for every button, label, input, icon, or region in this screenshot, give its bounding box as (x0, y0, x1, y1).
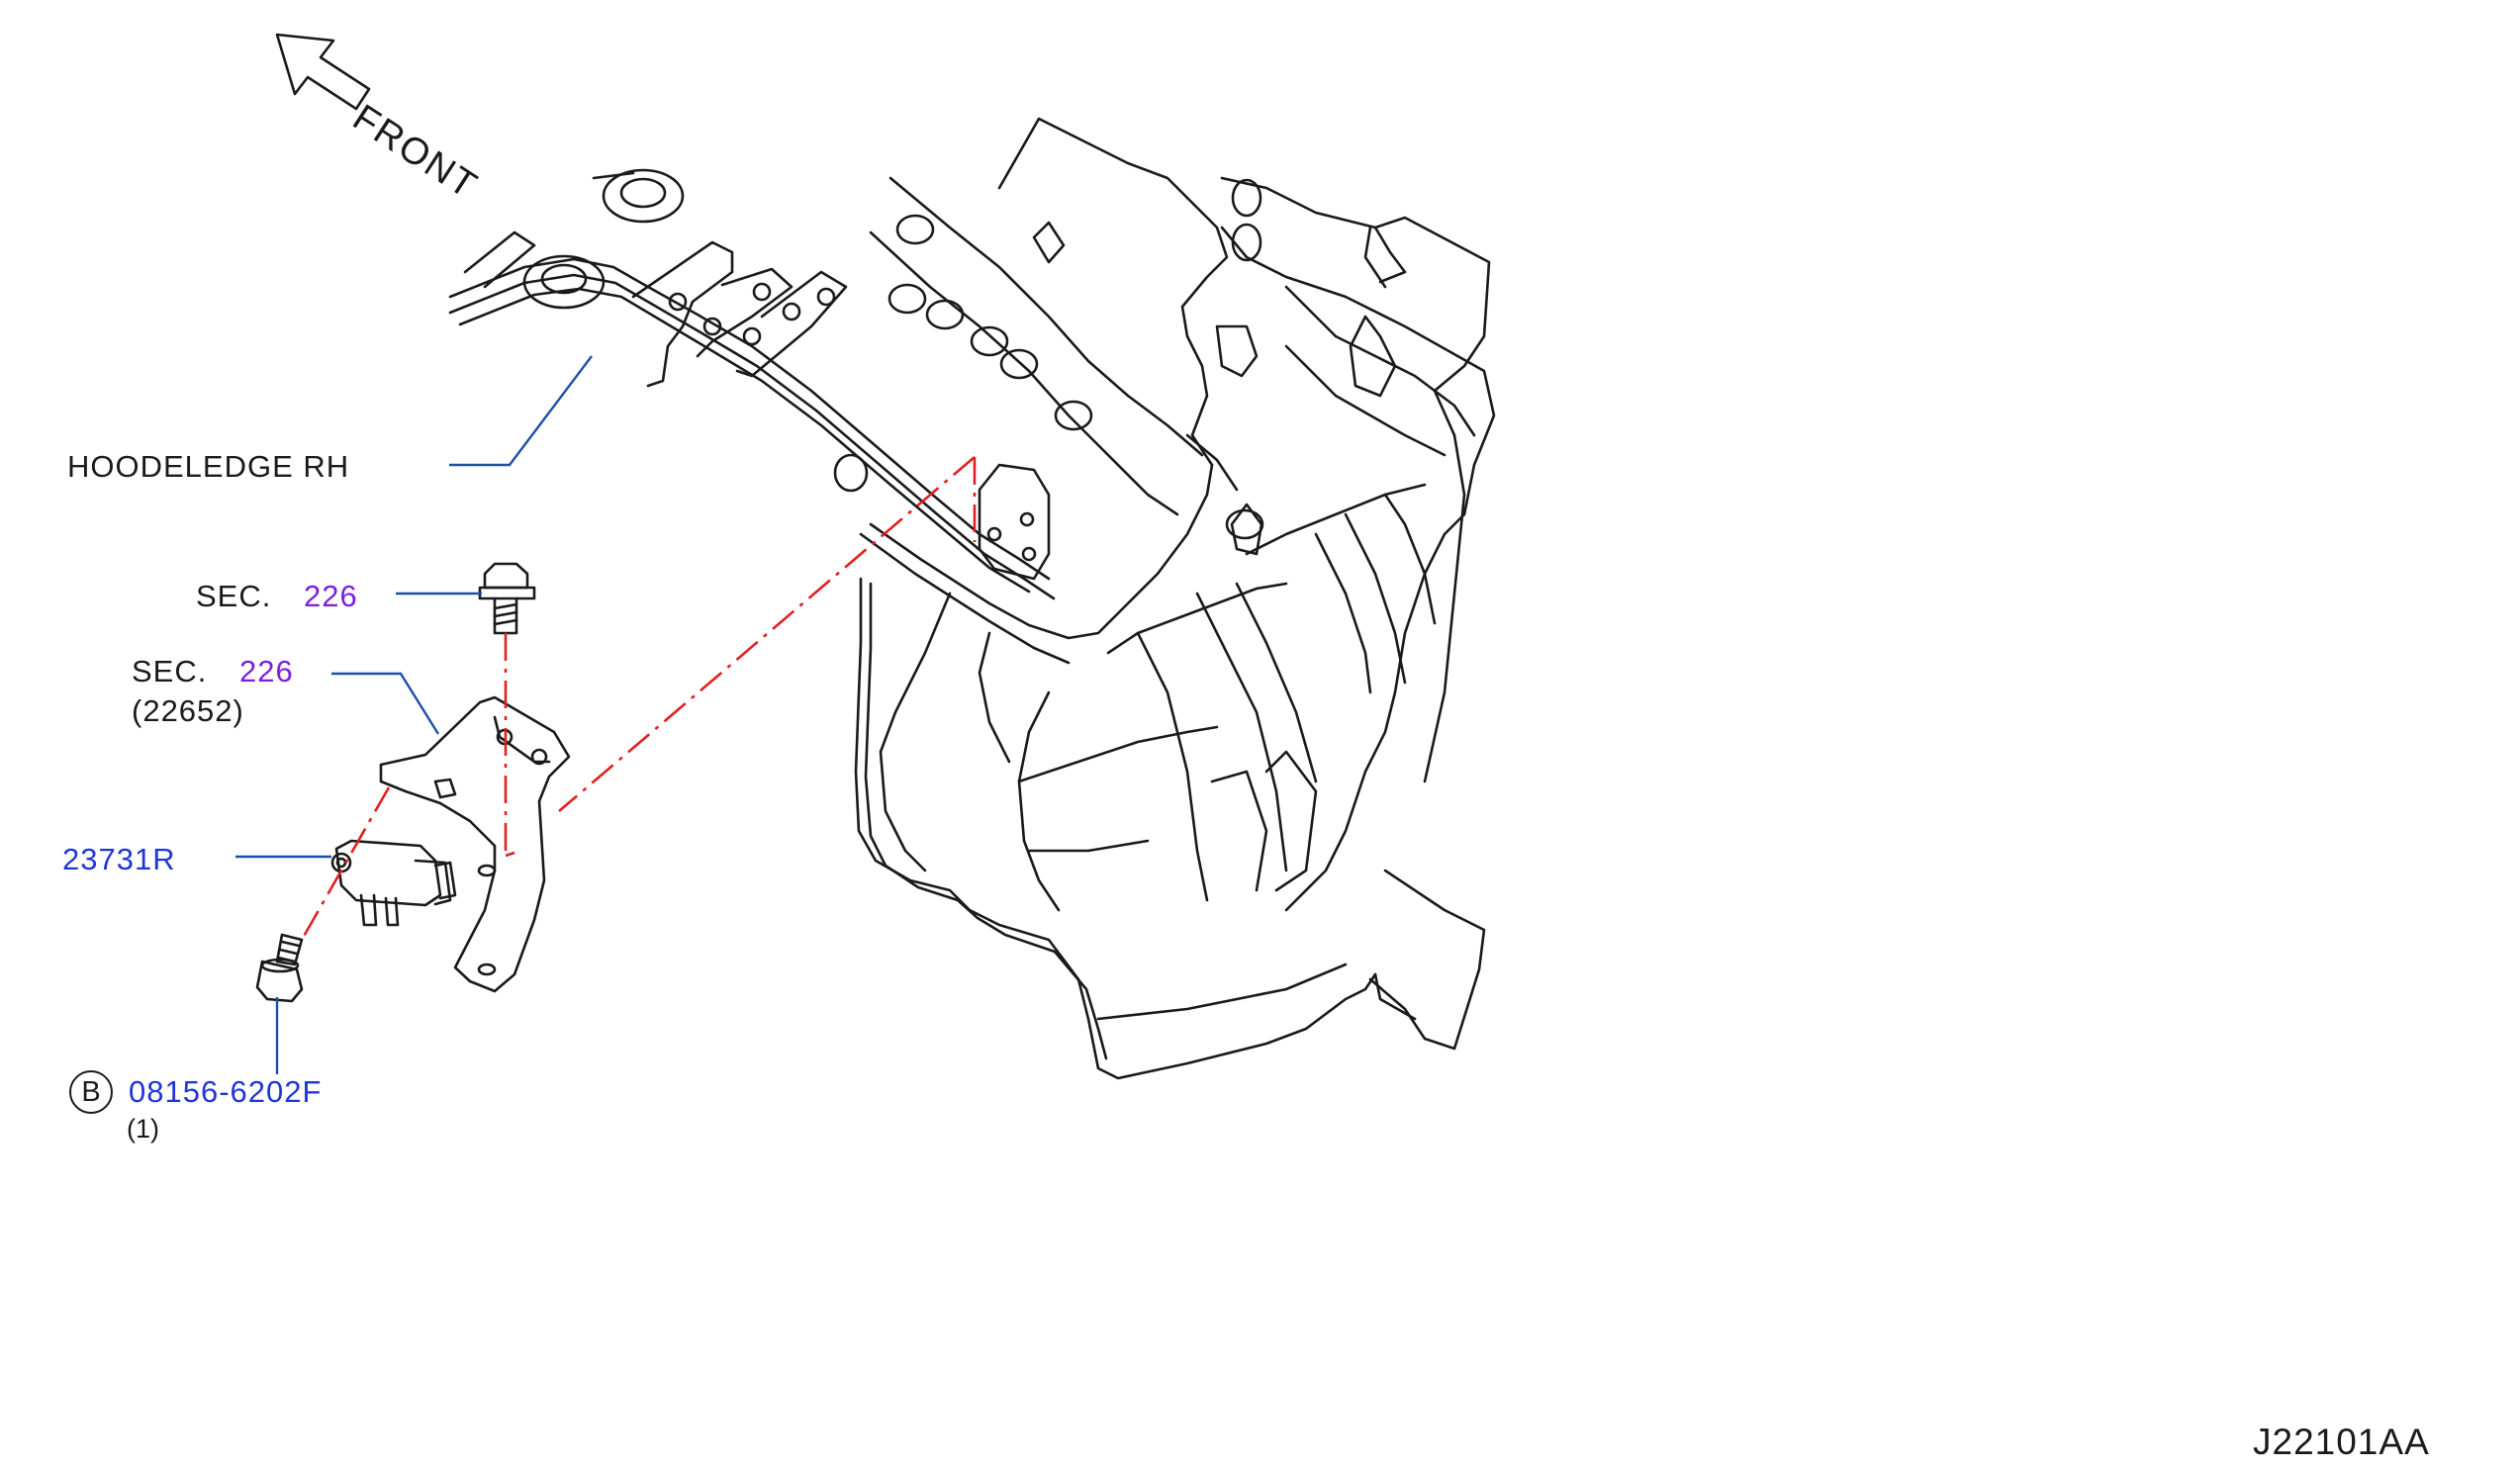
pressure-sensor (330, 839, 457, 927)
bolt-quantity: (1) (127, 1114, 159, 1144)
bolt-08156-6202f (255, 933, 304, 1003)
figure-code: J22101AA (2253, 1422, 2430, 1462)
part-08156-6202f-link[interactable]: 08156-6202F (129, 1074, 323, 1109)
sec-prefix-1: SEC. (196, 579, 272, 613)
bolt-sec-226 (478, 562, 536, 635)
alignment-lines (300, 456, 977, 941)
bolt-marker-b: B (69, 1070, 113, 1114)
front-arrow-icon (275, 33, 371, 111)
sec-subpart-label: (22652) (132, 693, 244, 728)
hoodledge-panel (448, 117, 1262, 665)
label-leaders (235, 355, 593, 1074)
sec-226-link-2[interactable]: 226 (239, 654, 294, 688)
part-23731r-link[interactable]: 23731R (62, 842, 176, 876)
hoodledge-label: HOODELEDGE RH (67, 449, 350, 484)
sec-prefix-2: SEC. (132, 654, 208, 688)
sec-226-link-1[interactable]: 226 (304, 579, 358, 613)
strut-tower-panel (854, 176, 1496, 1080)
